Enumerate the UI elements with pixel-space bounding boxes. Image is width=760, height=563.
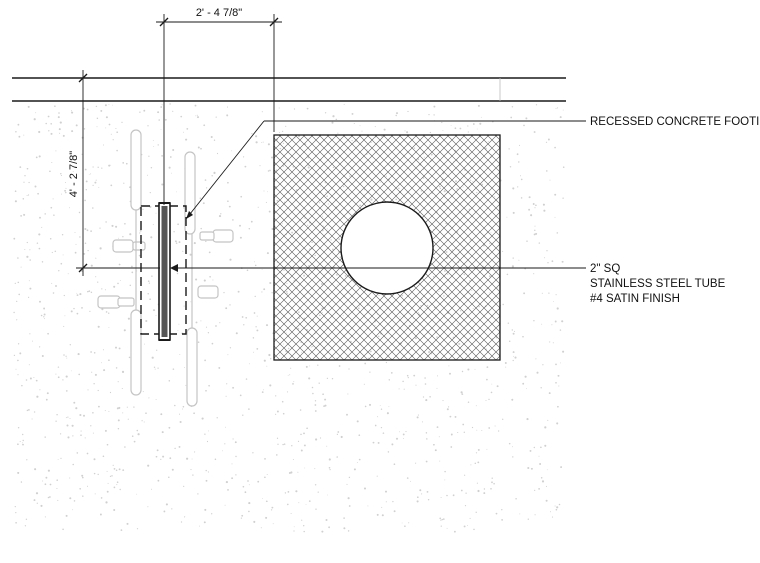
bicycle-right-outline (184, 151, 234, 407)
tube-callout-line3: #4 SATIN FINISH (590, 293, 680, 305)
horizontal-dimension: 2' - 4 7/8" (156, 7, 282, 205)
recessed-concrete-footing (273, 134, 501, 361)
vertical-dimension-text: 4' - 2 7/8" (68, 151, 80, 197)
footing-core-circle (340, 201, 434, 295)
tube-callout-line1: 2" SQ (590, 263, 620, 275)
footing-callout: RECESSED CONCRETE FOOTING (590, 116, 760, 128)
vertical-dimension: 4' - 2 7/8" (68, 70, 160, 276)
curb-lines (12, 77, 566, 102)
bicycle-left-outline (97, 129, 146, 396)
footing-leader (185, 120, 586, 220)
tube-callout-line2: STAINLESS STEEL TUBE (590, 278, 726, 290)
tube-leader (170, 264, 586, 272)
bike-rack (140, 202, 187, 341)
horizontal-dimension-text: 2' - 4 7/8" (196, 7, 242, 19)
